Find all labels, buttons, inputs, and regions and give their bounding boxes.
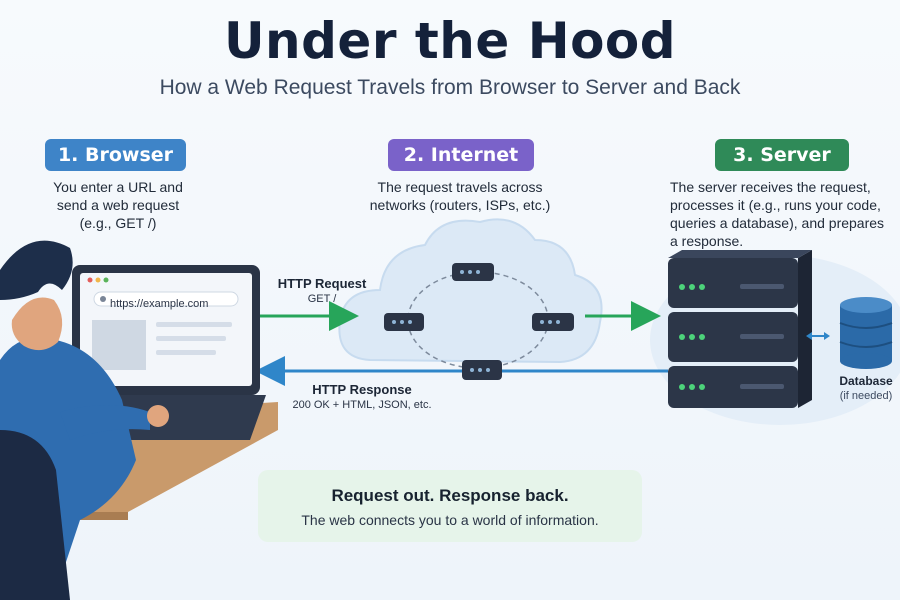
server-database-link-icon	[806, 332, 830, 340]
step-internet-description: The request travels across networks (rou…	[369, 179, 551, 213]
browser-url-bar: https://example.com	[110, 298, 209, 310]
step-server-pill: 3. Server	[715, 139, 849, 171]
server-rack-icon	[668, 250, 812, 408]
banner-text: The web connects you to a world of infor…	[301, 512, 599, 528]
router-icon	[452, 263, 494, 281]
step-internet-pill: 2. Internet	[388, 139, 534, 171]
router-icon	[462, 360, 502, 380]
database-icon	[839, 297, 893, 369]
page-subtitle: How a Web Request Travels from Browser t…	[159, 76, 741, 99]
summary-banner: Request out. Response back. The web conn…	[258, 470, 642, 542]
step-browser-pill: 1. Browser	[45, 139, 186, 171]
banner-heading: Request out. Response back.	[331, 486, 569, 505]
database-label: Database (if needed)	[839, 374, 893, 402]
http-response-label: HTTP Response 200 OK + HTML, JSON, etc.	[292, 382, 432, 411]
chair-icon	[0, 430, 70, 600]
router-icon	[384, 313, 424, 331]
http-request-label: HTTP Request GET /	[277, 276, 367, 305]
page-title: Under the Hood	[223, 12, 677, 70]
step-server-description: The server receives the request, process…	[670, 179, 885, 249]
step-browser-description: You enter a URL and send a web request (…	[53, 179, 183, 231]
router-icon	[532, 313, 574, 331]
